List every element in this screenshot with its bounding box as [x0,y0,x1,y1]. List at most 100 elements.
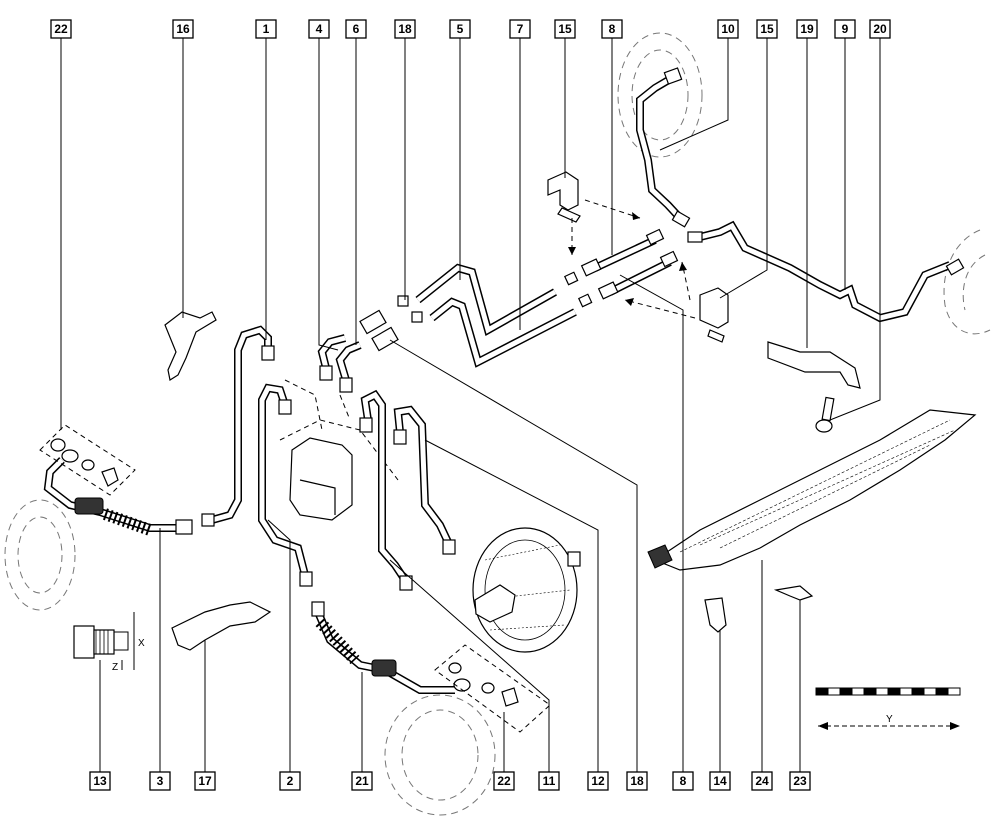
callout-15: 15 [756,19,778,39]
washers-22-right [434,644,551,733]
scale-segment [875,687,889,696]
callout-number: 6 [353,22,360,36]
wheel-rear-right [617,32,703,158]
rear-left-pipe [687,220,965,323]
bracket-16 [164,311,217,381]
clip-14 [704,597,727,633]
callout-number: 18 [398,22,412,36]
callout-number: 10 [721,22,735,36]
callout-5: 5 [449,19,471,39]
sleeves-18 [359,309,399,352]
callout-15: 15 [554,19,576,39]
callout-number: 23 [793,774,807,788]
leader-lines [60,38,881,772]
clip-brackets-15 [547,171,729,343]
callout-7: 7 [509,19,531,39]
bracket-17 [171,601,272,651]
callout-number: 13 [93,774,107,788]
underbody-shield-24 [647,409,977,571]
callout-18: 18 [394,19,416,39]
scale-segment [863,687,877,696]
scale-segment [827,687,841,696]
callout-number: 2 [287,774,294,788]
bracket-19 [767,341,861,389]
rigid-pipes-8 [563,228,679,308]
bolt-20 [815,396,835,433]
callout-14: 14 [709,771,731,791]
callout-number: 24 [755,774,769,788]
callout-number: 9 [842,22,849,36]
scale-segment [851,687,865,696]
wheel-front-right [384,694,496,816]
callout-number: 3 [157,774,164,788]
callout-4: 4 [308,19,330,39]
callout-number: 7 [517,22,524,36]
callout-number: 15 [558,22,572,36]
callout-19: 19 [796,19,818,39]
callout-number: 8 [680,774,687,788]
wheel-front-left [4,499,76,611]
scale-segment [887,687,901,696]
front-right-hose [311,601,471,694]
callout-10: 10 [717,19,739,39]
dim-label-x: X [138,638,145,649]
callout-23: 23 [789,771,811,791]
union-detail-13 [73,612,135,670]
callout-3: 3 [149,771,171,791]
callout-number: 16 [176,22,190,36]
callout-number: 1 [263,22,270,36]
callout-2: 2 [279,771,301,791]
scale-segment [947,687,961,696]
callout-number: 11 [543,774,556,788]
scale-bar [815,687,961,696]
pipes-11-12 [359,389,456,591]
scale-segment [923,687,937,696]
callout-number: 5 [457,22,464,36]
callout-number: 21 [355,774,369,788]
callout-22: 22 [493,771,515,791]
brake-servo [472,527,581,653]
callout-number: 19 [800,22,814,36]
washers-22-left [39,424,136,496]
callout-22: 22 [50,19,72,39]
callout-16: 16 [172,19,194,39]
scale-segment [935,687,949,696]
callout-8: 8 [601,19,623,39]
assembly-arrows [568,199,696,319]
scale-segment [899,687,913,696]
wheel-outlines [4,32,991,816]
callout-number: 17 [198,774,212,788]
scale-segment [815,687,829,696]
rigid-pipes-5-7 [397,263,577,368]
callout-number: 4 [316,22,323,36]
clip-23 [773,585,814,601]
callout-1: 1 [255,19,277,39]
short-pipes [201,325,362,527]
callout-12: 12 [587,771,609,791]
callout-number: 22 [497,774,511,788]
scale-segment [839,687,853,696]
dim-label-y: Y [886,714,893,725]
callouts-top: 22 16 1 4 6 18 5 7 15 8 10 15 19 9 20 [50,19,891,39]
callout-number: 20 [873,22,887,36]
callout-number: 15 [760,22,774,36]
scale-segment [911,687,925,696]
callout-21: 21 [351,771,373,791]
front-left-hose [43,449,193,536]
callout-number: 18 [630,774,644,788]
callout-6: 6 [345,19,367,39]
callout-number: 22 [54,22,68,36]
rear-right-pipe [636,67,691,228]
callout-24: 24 [751,771,773,791]
callout-8: 8 [672,771,694,791]
callout-20: 20 [869,19,891,39]
callout-17: 17 [194,771,216,791]
pipe-2 [258,383,313,587]
callout-number: 12 [591,774,605,788]
callout-number: 8 [609,22,616,36]
callout-number: 14 [713,774,727,788]
callout-18: 18 [626,771,648,791]
